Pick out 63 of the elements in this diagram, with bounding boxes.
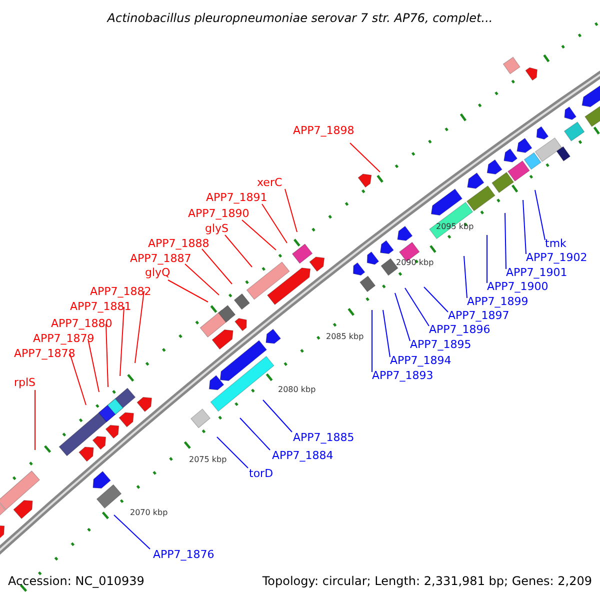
leader-line <box>284 188 298 232</box>
scale-label: 2090 kbp <box>396 257 434 269</box>
gene-label: APP7_1881 <box>70 300 132 313</box>
leader-line <box>168 280 208 302</box>
leader-line <box>242 220 276 250</box>
gene-label: APP7_1902 <box>526 251 588 264</box>
leader-line <box>382 310 390 358</box>
leader-line <box>404 288 430 326</box>
gene-label: APP7_1876 <box>153 548 214 561</box>
gene-label: torD <box>249 467 274 480</box>
gene-label: APP7_1900 <box>487 280 548 293</box>
leader-line <box>350 142 380 172</box>
scale-label: 2070 kbp <box>130 507 168 519</box>
scale-label: 2080 kbp <box>278 384 316 396</box>
genome-info-text: Topology: circular; Length: 2,331,981 bp; Genes: 2,209 <box>262 575 592 588</box>
accession-text: Accession: NC_010939 <box>8 575 144 588</box>
leader-line <box>134 290 144 364</box>
leader-line <box>534 190 546 240</box>
leader-line <box>464 256 468 298</box>
scale-label: 2085 kbp <box>326 331 364 343</box>
gene-label: APP7_1885 <box>293 431 354 444</box>
gene-label: APP7_1887 <box>130 252 192 265</box>
gene-label: APP7_1893 <box>372 369 434 382</box>
leader-line <box>262 204 288 244</box>
title: Actinobacillus pleuropneumoniae serovar 7 str. AP76, complet... <box>106 12 494 25</box>
leader-line <box>70 354 86 406</box>
gene-label: APP7_1896 <box>429 323 490 336</box>
gene-label: APP7_1884 <box>272 449 334 462</box>
leader-line <box>486 234 488 284</box>
gene-label: APP7_1890 <box>188 207 250 220</box>
gene-label: APP7_1901 <box>506 266 568 279</box>
leader-line <box>106 324 108 388</box>
gene-label: APP7_1880 <box>51 317 112 330</box>
gene-label: APP7_1899 <box>467 295 528 308</box>
gene-label: APP7_1888 <box>148 237 210 250</box>
leader-line <box>88 338 100 392</box>
gene-label: APP7_1878 <box>14 347 76 360</box>
leader-line <box>262 400 292 432</box>
gene-label: APP7_1894 <box>390 354 452 367</box>
gene-label: APP7_1897 <box>448 309 510 322</box>
leader-line <box>504 212 506 270</box>
leader-line <box>114 514 150 550</box>
leader-line <box>184 264 220 296</box>
gene-label: APP7_1879 <box>33 332 94 345</box>
gene-label: APP7_1898 <box>293 124 354 137</box>
leader-line <box>224 234 252 268</box>
leader-line <box>240 418 270 450</box>
gene-label: glyS <box>205 222 229 235</box>
gene-label: APP7_1895 <box>410 338 472 351</box>
gene-label: rplS <box>14 376 36 389</box>
gene-label: glyQ <box>145 266 170 279</box>
gene-label: APP7_1882 <box>90 285 152 298</box>
leader-line <box>522 200 526 254</box>
leader-line <box>216 436 248 468</box>
leader-line <box>394 292 410 342</box>
gene-label: xerC <box>257 176 282 189</box>
leader-line <box>120 306 124 376</box>
scale-label: 2075 kbp <box>189 454 227 466</box>
leader-line <box>424 286 448 312</box>
leader-line <box>34 390 36 450</box>
gene-label: APP7_1891 <box>206 191 268 204</box>
leader-line <box>202 248 232 284</box>
gene-label: tmk <box>545 237 566 250</box>
